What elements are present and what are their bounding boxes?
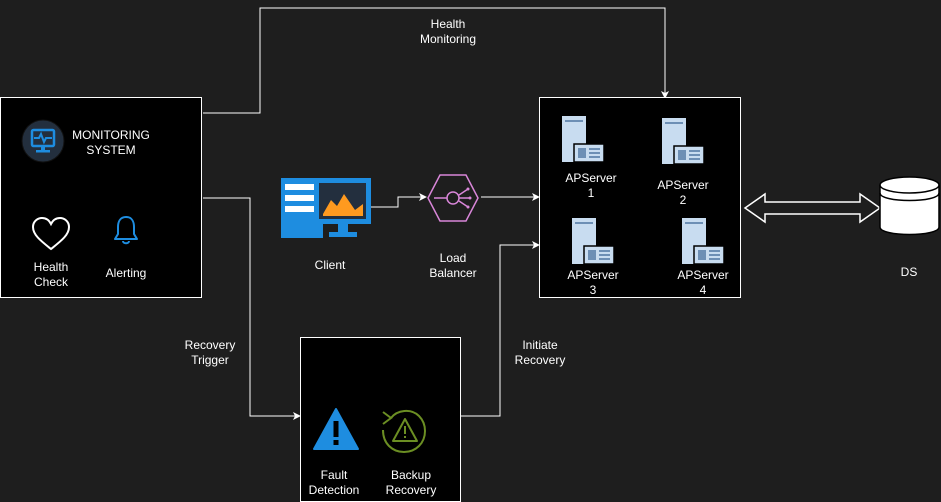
load-balancer-icon xyxy=(427,174,479,222)
backup-recovery-icon xyxy=(382,410,426,453)
client-to-lb-connector xyxy=(371,193,427,208)
ds-label: DS xyxy=(900,265,918,279)
server-icon xyxy=(572,218,615,265)
alerting-label: Alerting xyxy=(105,266,147,280)
monitor-pulse-icon xyxy=(21,119,65,163)
bell-icon xyxy=(114,216,138,245)
client-workstation-icon xyxy=(281,178,371,238)
warning-triangle-icon xyxy=(313,408,359,450)
client-label: Client xyxy=(314,258,346,272)
initiate-recovery-connector xyxy=(461,241,540,417)
heart-icon xyxy=(31,216,71,251)
recovery-trigger-connector xyxy=(203,197,301,420)
servers-ds-double-arrow xyxy=(743,192,882,224)
health-monitoring-connector xyxy=(203,7,669,114)
server-icon xyxy=(662,118,705,165)
server-icon xyxy=(562,116,605,163)
server-icon xyxy=(682,218,725,265)
datastore-cylinder-icon xyxy=(879,176,940,236)
